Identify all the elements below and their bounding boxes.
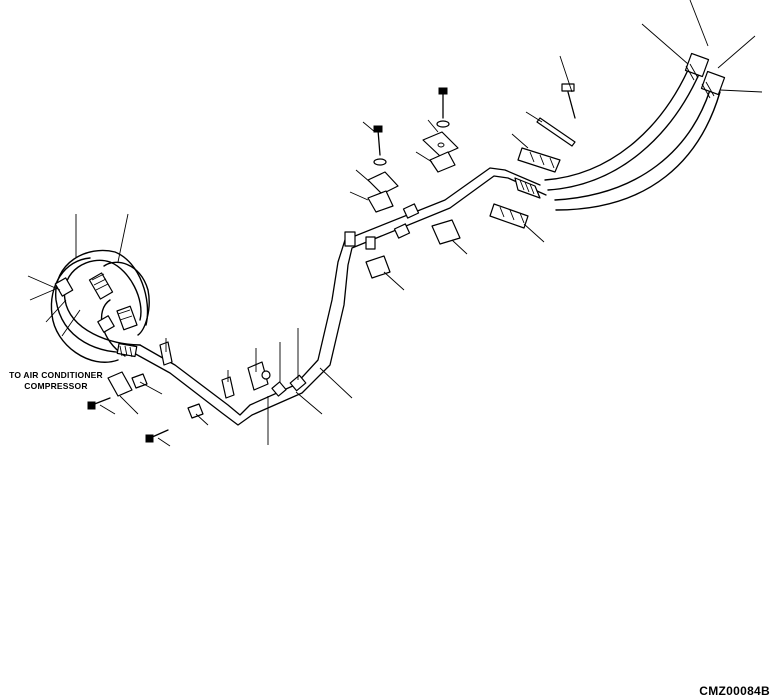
clamp-parts-lower: [87, 341, 271, 443]
compressor-hoses: [50, 249, 150, 363]
destination-label-line2: COMPRESSOR: [24, 381, 88, 391]
leader-lines: [27, 0, 763, 447]
upper-right-hoses: [544, 52, 726, 211]
clamp-parts-upper: [365, 83, 576, 279]
compressor-destination-label: TO AIR CONDITIONER COMPRESSOR: [2, 370, 110, 392]
destination-label-line1: TO AIR CONDITIONER: [9, 370, 103, 380]
drawing-code: CMZ00084B: [699, 684, 770, 698]
rigid-tube-assembly: [131, 167, 547, 426]
